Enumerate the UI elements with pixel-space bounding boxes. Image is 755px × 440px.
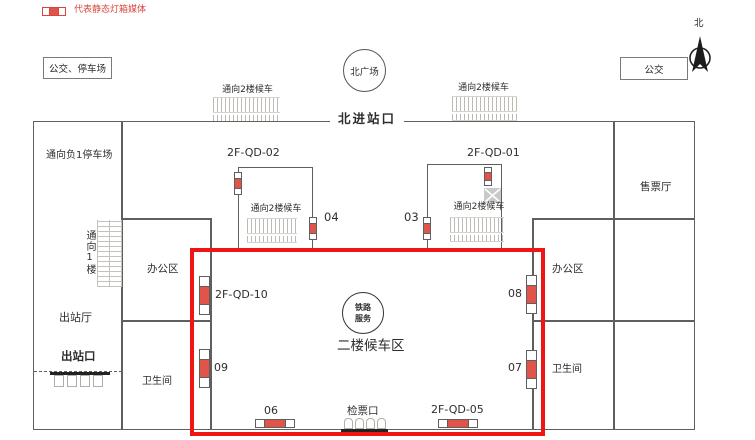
block-qd02-outline	[238, 167, 313, 250]
north-plaza-circle: 北广场	[343, 49, 386, 92]
railway-service-line1: 铁路	[355, 303, 371, 312]
block-qd02-stairs-label: 通向2楼候车	[250, 204, 302, 214]
compass-icon	[689, 36, 711, 72]
block-qd02-stairs-icon	[247, 218, 297, 243]
block-qd01-label: 2F-QD-01	[467, 146, 520, 159]
exit-turnstile-icon	[80, 374, 90, 387]
wall	[121, 218, 211, 220]
exit-gate-bar	[50, 372, 110, 375]
room-label-ticket-hall: 售票厅	[640, 181, 672, 193]
media-marker-09-icon	[199, 349, 210, 388]
north-label: 北	[694, 18, 704, 29]
stairs-top-left-icon	[213, 97, 280, 122]
media-marker-03-icon	[423, 217, 431, 240]
exit-dashed-line	[34, 371, 122, 372]
waiting-zone-title: 二楼候车区	[337, 338, 405, 354]
marker-09-label: 09	[214, 361, 228, 374]
check-turnstile-icon	[377, 418, 386, 429]
stairs-top-left-label: 通向2楼候车	[222, 85, 273, 95]
block-qd01-outline	[427, 164, 502, 250]
railway-service-line2: 服务	[355, 314, 371, 323]
room-label-exit-gate: 出站口	[61, 349, 96, 363]
wall	[613, 121, 615, 430]
check-gate-label: 检票口	[347, 405, 379, 417]
check-gate-bar	[341, 429, 388, 432]
room-label-restroom-left: 卫生间	[142, 376, 172, 387]
north-gate-label: 北进站口	[330, 112, 405, 126]
media-marker-qd10-icon	[199, 276, 210, 315]
block-qd02-label: 2F-QD-02	[227, 146, 280, 159]
check-turnstile-icon	[366, 418, 375, 429]
media-marker-06-icon	[255, 419, 295, 428]
waiting-zone-border	[190, 248, 545, 436]
marker-06-label: 06	[264, 404, 278, 417]
media-marker-qd05-icon	[438, 419, 478, 428]
room-label-to-b1-parking: 通向负1停车场	[46, 150, 113, 161]
media-marker-04-icon	[309, 217, 317, 240]
room-label-office-right: 办公区	[552, 263, 584, 275]
marker-07-label: 07	[508, 361, 522, 374]
legend-label: 代表静态灯箱媒体	[74, 5, 147, 15]
exit-turnstile-icon	[93, 374, 103, 387]
check-turnstile-icon	[344, 418, 353, 429]
exit-turnstile-icon	[67, 374, 77, 387]
bus-parking-box: 公交、停车场	[43, 57, 112, 79]
room-label-to-1f: 通向1楼	[84, 230, 95, 275]
marker-08-label: 08	[508, 287, 522, 300]
wall	[532, 218, 695, 220]
bus-box: 公交	[620, 57, 688, 80]
stairs-top-right-label: 通向2楼候车	[458, 83, 509, 93]
exit-turnstile-icon	[54, 374, 64, 387]
block-qd01-stairs-icon	[450, 217, 504, 242]
media-marker-qd02-icon	[234, 172, 242, 195]
marker-qd10-label: 2F-QD-10	[215, 288, 268, 301]
room-label-restroom-right: 卫生间	[552, 364, 582, 375]
wall	[532, 320, 695, 322]
stairs-top-right-icon	[452, 96, 517, 121]
marker-qd05-label: 2F-QD-05	[431, 403, 484, 416]
railway-service-circle: 铁路 服务	[342, 292, 384, 334]
elevator-icon	[484, 188, 501, 203]
block-qd01-stairs-label: 通向2楼候车	[453, 202, 505, 212]
check-turnstile-icon	[355, 418, 364, 429]
wall	[532, 218, 534, 430]
stairs-to-1f-icon	[97, 220, 122, 287]
marker-04-label: 04	[324, 210, 339, 224]
media-marker-07-icon	[526, 350, 537, 389]
wall	[121, 320, 211, 322]
wall	[210, 218, 212, 430]
marker-03-label: 03	[404, 210, 419, 224]
lightbox-media-icon	[42, 7, 66, 16]
media-marker-qd01-icon	[484, 167, 492, 186]
room-label-office-left: 办公区	[147, 263, 179, 275]
media-marker-08-icon	[526, 275, 537, 314]
room-label-exit-hall: 出站厅	[59, 311, 92, 324]
